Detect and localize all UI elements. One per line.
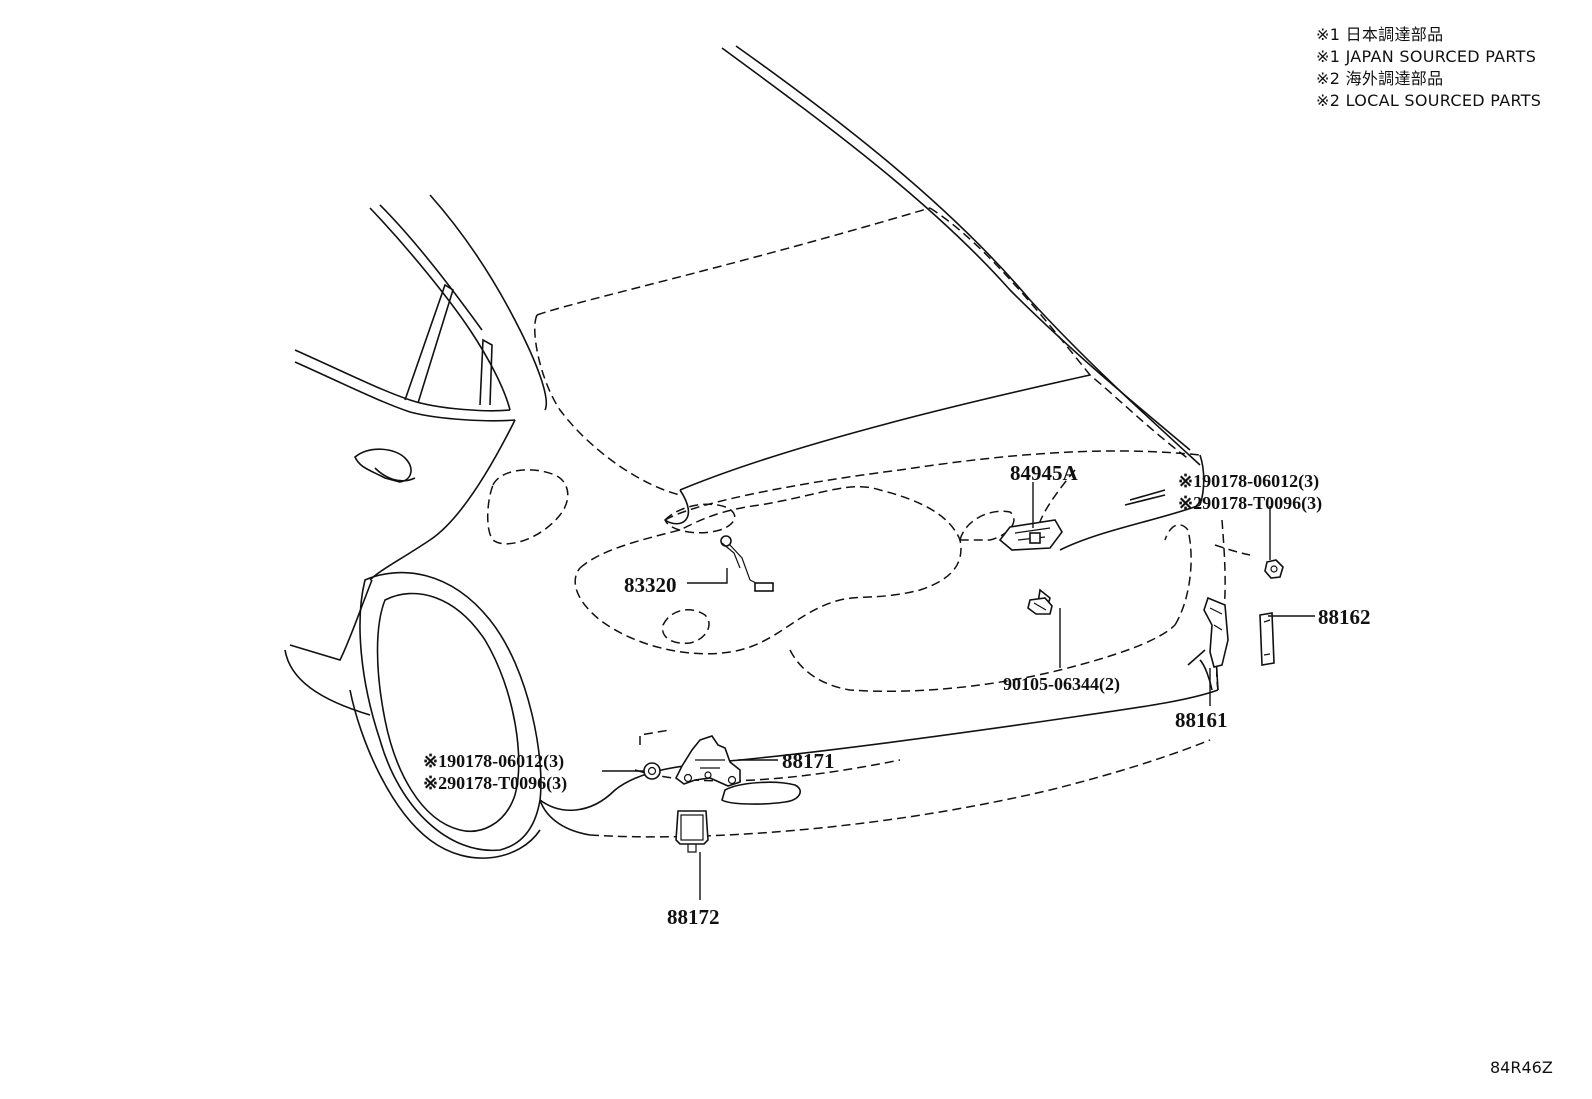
part-clip-right [1264,559,1284,579]
label-83320: 83320 [624,573,677,597]
sourcing-legend: ※1 日本調達部品 ※1 JAPAN SOURCED PARTS ※2 海外調達… [1316,24,1541,112]
part-clip-left [643,762,661,780]
leader-lines [602,482,1315,900]
part-88161-bracket [1203,596,1229,668]
part-83320-sensor [720,535,774,592]
label-90105-06344: 90105-06344(2) [1003,674,1120,695]
legend-line-local-en: ※2 LOCAL SOURCED PARTS [1316,91,1542,110]
legend-line-japan-jp: ※1 日本調達部品 [1316,25,1444,44]
legend-line-local-jp: ※2 海外調達部品 [1316,69,1444,88]
part-88162-panel [1259,612,1275,666]
part-84945a-switch [998,519,1063,551]
label-88161: 88161 [1175,708,1228,732]
label-88172: 88172 [667,905,720,929]
label-clip-left-japan: ※190178-06012(3) [423,751,564,772]
label-88162: 88162 [1318,605,1371,629]
label-84945a: 84945A [1010,461,1079,485]
label-clip-right-local: ※290178-T0096(3) [1178,493,1322,514]
label-88171: 88171 [782,749,835,773]
part-88171-bracket [674,735,741,787]
car-body-outline [284,45,1251,859]
part-88172-sensor [675,810,709,853]
diagram-code: 84R46Z [1490,1058,1553,1077]
label-clip-right-japan: ※190178-06012(3) [1178,471,1319,492]
label-clip-left-local: ※290178-T0096(3) [423,773,567,794]
part-90105-bolt [1027,588,1053,615]
legend-line-japan-en: ※1 JAPAN SOURCED PARTS [1316,47,1537,66]
